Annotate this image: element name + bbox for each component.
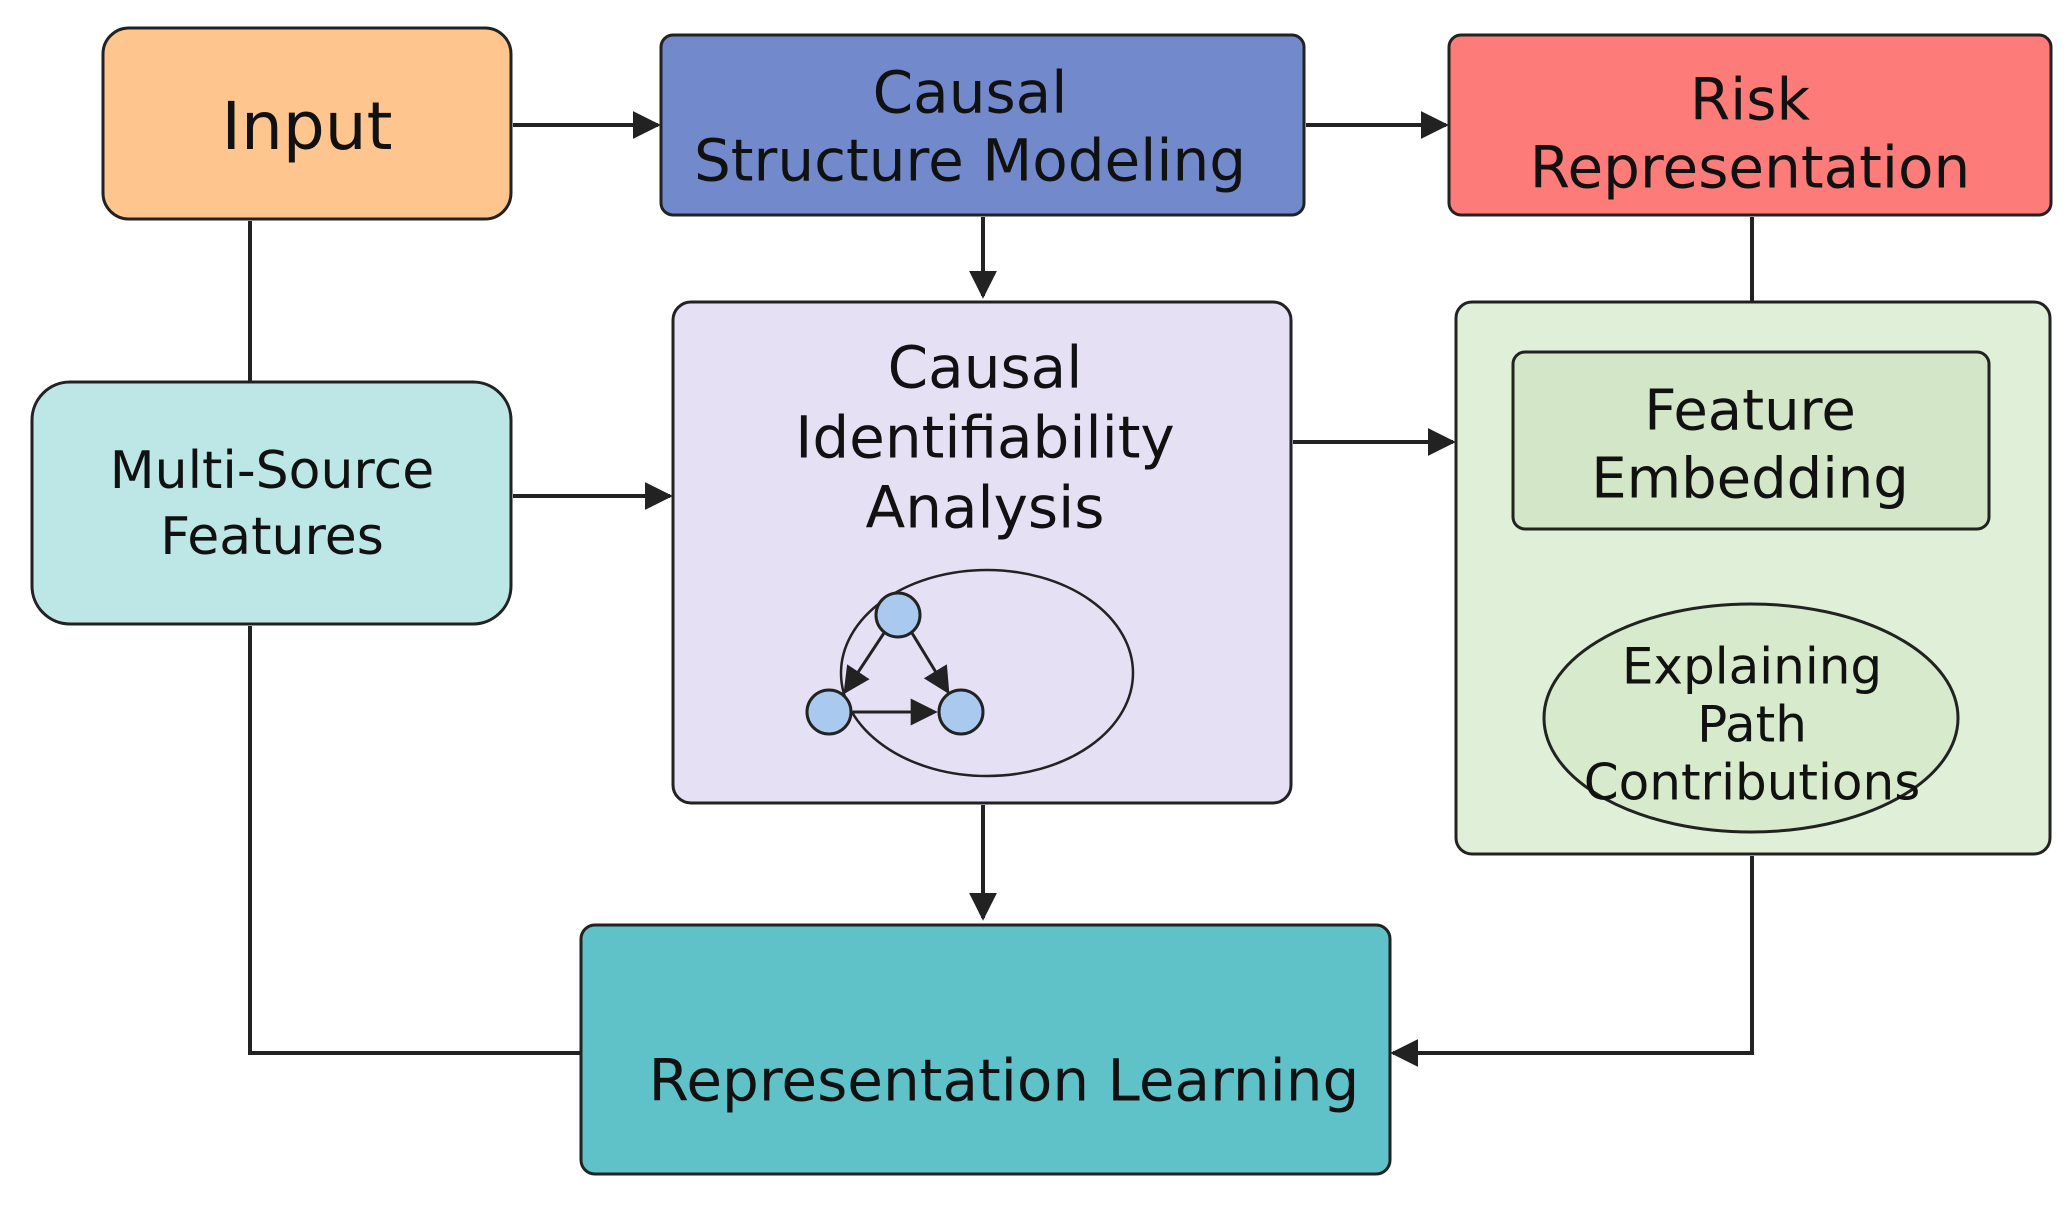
graph-edge-top-to-left — [843, 632, 886, 695]
multi-source-features-label-line-1: Multi-Source — [110, 441, 434, 501]
explaining-path-contributions-label-line-2: Path — [1697, 696, 1807, 754]
risk-representation-label-line-1: Risk — [1690, 65, 1811, 133]
feature-embedding-label-line-2: Embedding — [1591, 447, 1909, 512]
representation-learning-box: Representation Learning — [579, 923, 1392, 1176]
input-label: Input — [222, 88, 393, 165]
graph-node-top — [874, 591, 922, 639]
causal-identifiability-analysis-label-line-2: Identifiability — [795, 403, 1175, 471]
input-box-shape — [101, 26, 513, 221]
causal-identifiability-analysis-label-line-1: Causal — [888, 333, 1083, 401]
causal-identifiability-analysis-shape — [671, 300, 1293, 805]
connectors — [248, 111, 1766, 1067]
edge-multi-source-to-representation-learning — [248, 626, 580, 1055]
multi-source-features-label-line-2: Features — [160, 507, 384, 567]
causal-graph-icon — [805, 568, 1135, 778]
causal-graph-boundary — [839, 568, 1135, 778]
graph-edge-top-to-right — [910, 632, 950, 695]
risk-representation-shape — [1447, 33, 2053, 217]
edge-explain-panel-to-representation-learning — [1390, 856, 1754, 1067]
representation-learning-label: Representation Learning — [649, 1046, 1360, 1114]
feature-embedding-shape — [1511, 350, 1991, 531]
graph-node-right — [937, 688, 985, 736]
input-label-line-1: Input — [222, 88, 393, 165]
feature-embedding-label-line-1: Feature — [1644, 379, 1856, 444]
causal-structure-modeling-shape — [659, 33, 1306, 217]
causal-identifiability-analysis-label-line-3: Analysis — [866, 473, 1105, 541]
risk-representation-label-line-2: Representation — [1530, 133, 1971, 201]
representation-learning-shape — [579, 923, 1392, 1176]
representation-learning-label-line-1: Representation Learning — [649, 1046, 1360, 1114]
causal-structure-modeling-label-line-1: Causal — [873, 58, 1068, 126]
causal-structure-modeling-label-line-2: Structure Modeling — [694, 126, 1246, 194]
explaining-path-contributions-label-line-1: Explaining — [1622, 638, 1882, 696]
input-box: Input — [101, 26, 513, 221]
multi-source-features-shape — [30, 380, 513, 626]
explaining-path-contributions-shape — [1542, 602, 1960, 834]
graph-node-left — [805, 688, 853, 736]
explaining-path-contributions-label-line-3: Contributions — [1584, 754, 1921, 812]
